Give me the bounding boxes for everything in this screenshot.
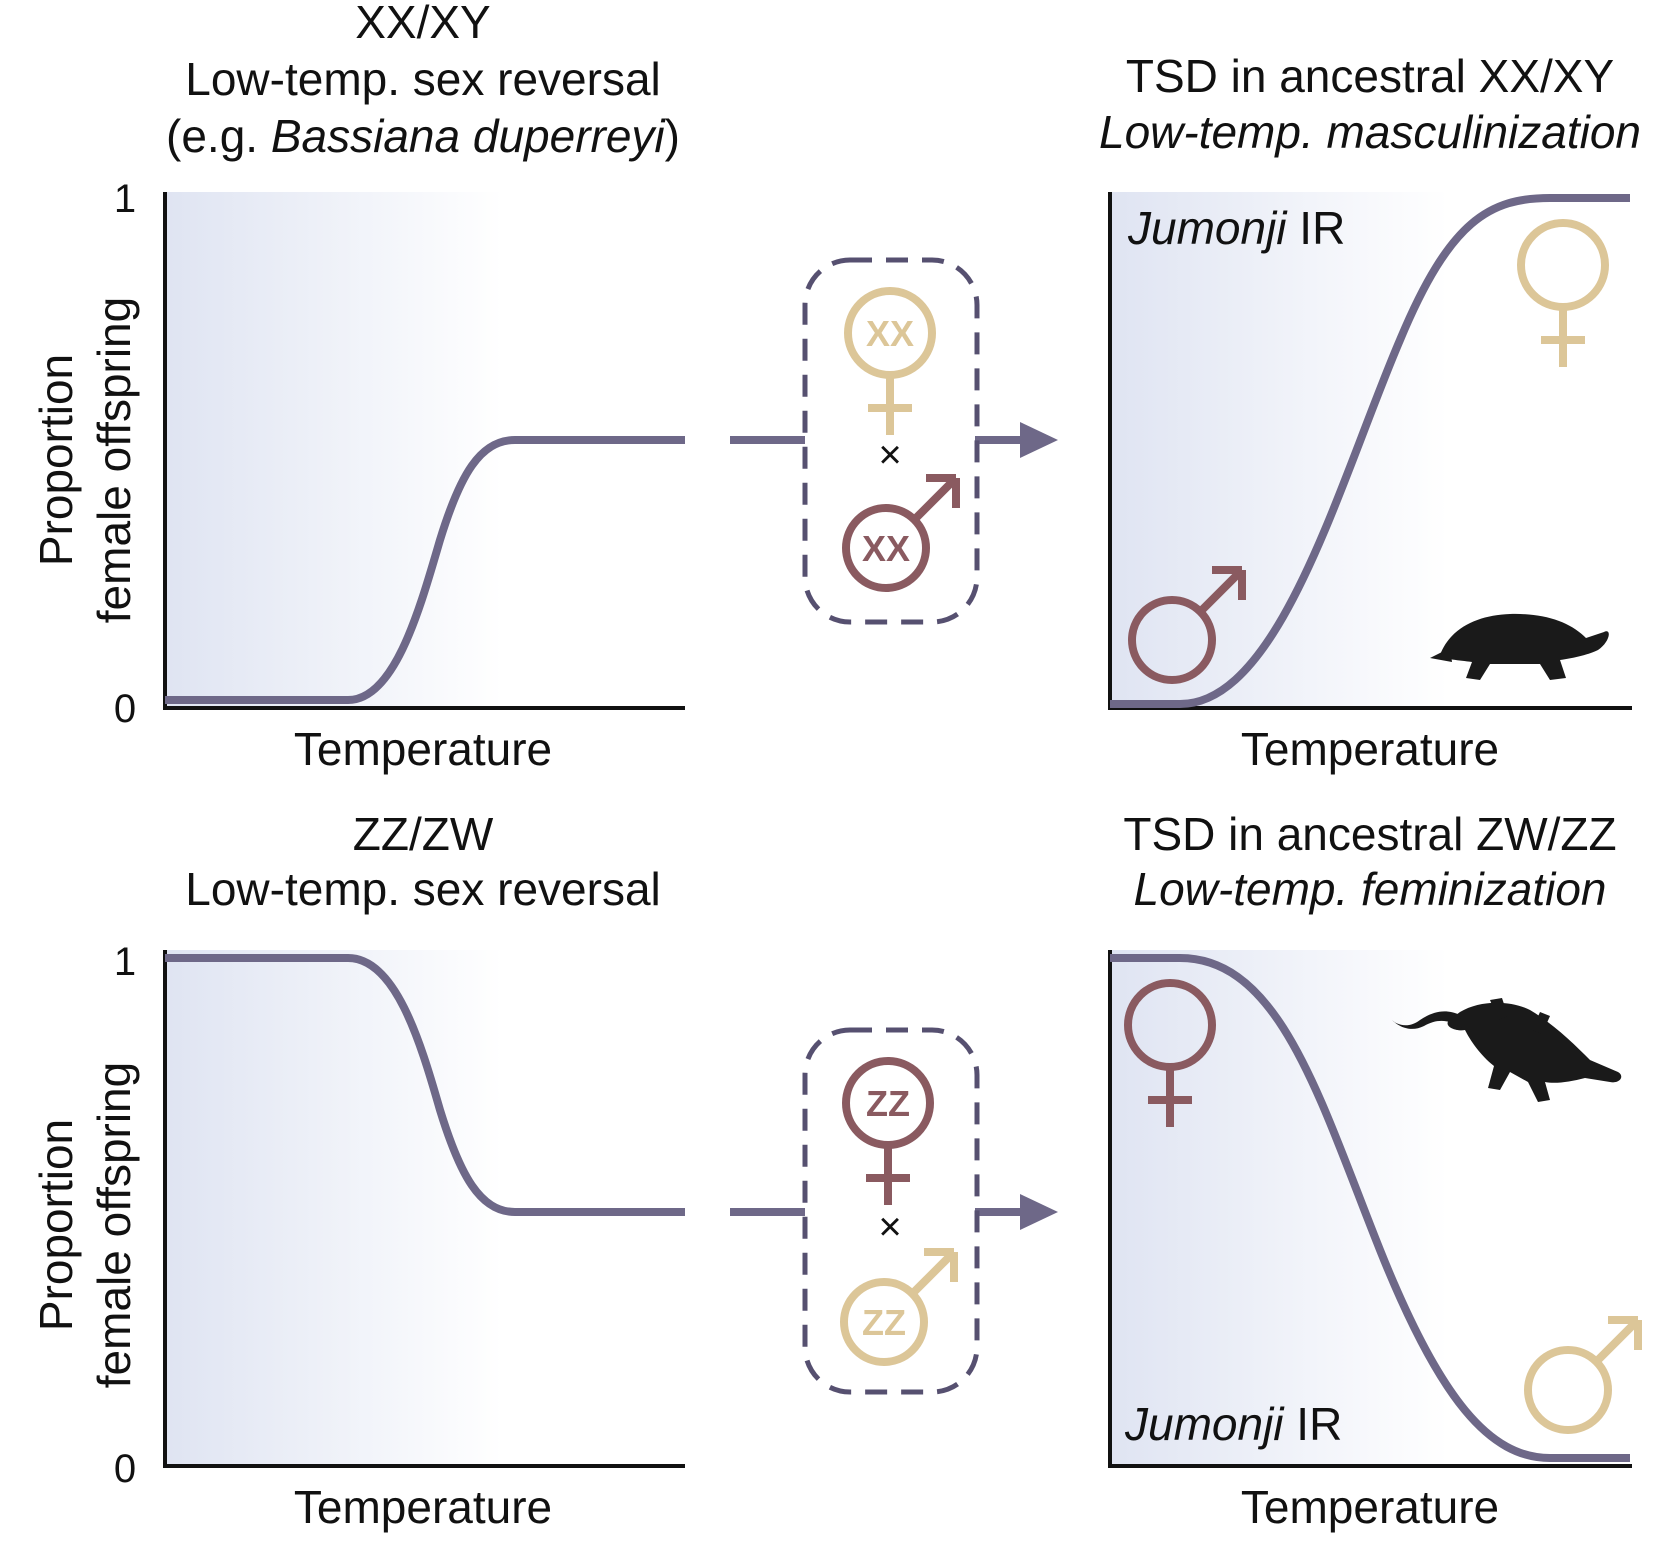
y-axis-label-line2: female offspring (88, 297, 140, 623)
panel-title-line2: Low-temp. sex reversal (185, 53, 661, 105)
response-curve (1110, 954, 1630, 1462)
x-axis-label: Temperature (1241, 723, 1499, 775)
cross-xx-female-xx-male: XX × XX (730, 257, 1058, 625)
crocodile-silhouette-icon (1392, 998, 1622, 1102)
panel-title-line2: Low-temp. sex reversal (185, 863, 661, 915)
panel-title-line2: Low-temp. feminization (1134, 863, 1607, 915)
cross-zz-female-zz-male: ZZ × ZZ (730, 1027, 1058, 1395)
jumonji-ir-label: Jumonji IR (1127, 202, 1345, 254)
cross-dashed-box (802, 1027, 980, 1395)
panel-tsd-ancestral-zw-zz: TSD in ancestral ZW/ZZ Low-temp. feminiz… (1108, 808, 1638, 1533)
arrow-right-icon (1020, 422, 1058, 458)
arrow-right-icon (1020, 1194, 1058, 1230)
panel-title-line2: Low-temp. masculinization (1099, 106, 1641, 158)
plot-background (165, 192, 685, 707)
panel-zz-zw-sex-reversal: ZZ/ZW Low-temp. sex reversal 1 0 Proport… (30, 808, 685, 1533)
x-axis-label: Temperature (294, 723, 552, 775)
x-axis-label: Temperature (294, 1481, 552, 1533)
y-axis-label-line1: Proportion (30, 1119, 82, 1331)
panel-tsd-ancestral-xx-xy: TSD in ancestral XX/XY Low-temp. masculi… (1099, 50, 1641, 775)
panel-title-line1: ZZ/ZW (353, 808, 494, 860)
species-name: Bassiana duperreyi (271, 110, 667, 162)
response-curve (1110, 194, 1630, 708)
male-genotype: ZZ (862, 1302, 906, 1343)
cross-symbol: × (878, 1205, 901, 1249)
response-curve (165, 954, 685, 1216)
y-tick-1: 1 (114, 177, 136, 221)
cross-dashed-box (802, 257, 980, 625)
turtle-silhouette-icon (1430, 613, 1609, 680)
panel-title-line1: TSD in ancestral ZW/ZZ (1123, 808, 1616, 860)
y-tick-0: 0 (114, 687, 136, 731)
y-tick-0: 0 (114, 1447, 136, 1491)
y-tick-1: 1 (114, 940, 136, 984)
response-curve (165, 436, 685, 704)
female-genotype: XX (866, 313, 914, 354)
panel-title-line3: (e.g. Bassiana duperreyi) (166, 110, 680, 162)
plot-background (165, 950, 685, 1465)
cross-symbol: × (878, 433, 901, 477)
jumonji-ir-label: Jumonji IR (1124, 1398, 1342, 1450)
y-axis-label-line2: female offspring (88, 1062, 140, 1388)
female-genotype: ZZ (866, 1083, 910, 1124)
y-axis-label-line1: Proportion (30, 354, 82, 566)
panel-xx-xy-sex-reversal: XX/XY Low-temp. sex reversal (e.g. Bassi… (30, 0, 685, 775)
x-axis-label: Temperature (1241, 1481, 1499, 1533)
panel-title-line1: XX/XY (355, 0, 491, 48)
panel-title-line1: TSD in ancestral XX/XY (1126, 50, 1614, 102)
male-genotype: XX (862, 528, 910, 569)
